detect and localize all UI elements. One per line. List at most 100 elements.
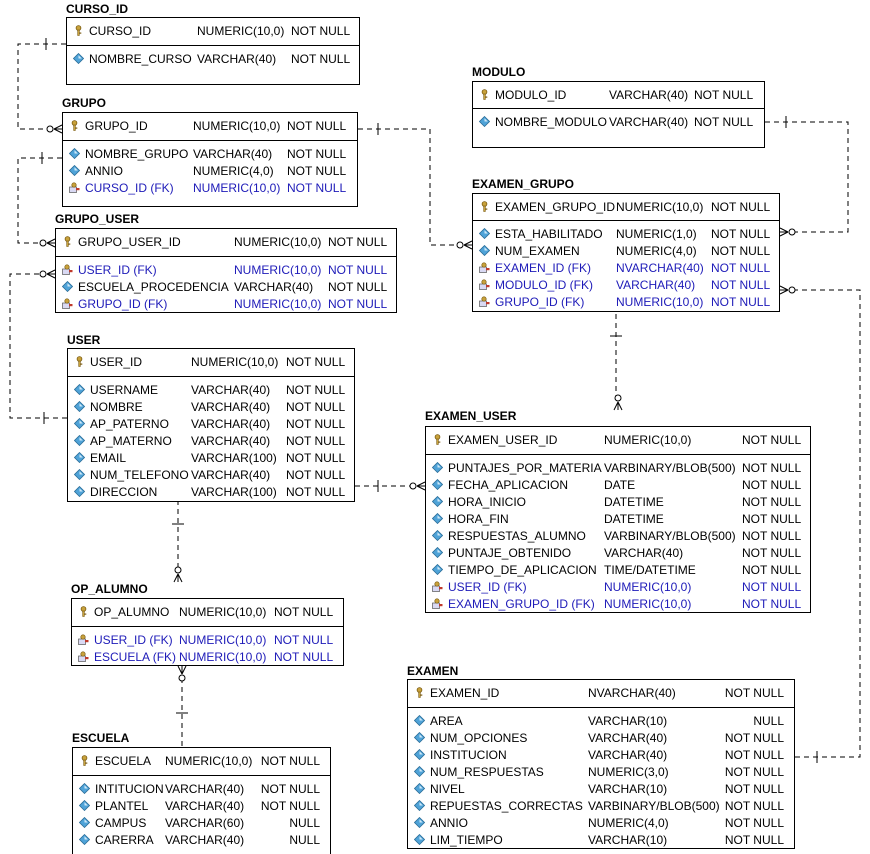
zero-marker xyxy=(178,674,186,682)
foreign-key-row[interactable]: CURSO_ID (FK)NUMERIC(10,0)NOT NULL xyxy=(63,180,357,196)
column-nullability: NOT NULL xyxy=(724,765,784,779)
column-type: NUMERIC(10,0) xyxy=(193,119,281,133)
column-type: NUMERIC(10,0) xyxy=(179,650,267,664)
column-type: NUMERIC(10,0) xyxy=(165,754,253,768)
foreign-key-row[interactable]: USER_ID (FK)NUMERIC(10,0)NOT NULL xyxy=(56,262,396,278)
rel-grupo-examengrupo xyxy=(358,128,460,246)
column-type: NUMERIC(10,0) xyxy=(604,597,692,611)
column-nullability: NOT NULL xyxy=(328,297,388,311)
foreign-key-icon xyxy=(78,634,89,645)
attribute-icon xyxy=(74,384,85,395)
column-name: TIEMPO_DE_APLICACION xyxy=(448,563,597,577)
column-name: REPUESTAS_CORRECTAS xyxy=(430,799,583,813)
foreign-key-icon xyxy=(479,279,490,290)
column-type: DATETIME xyxy=(604,512,664,526)
foreign-key-row[interactable]: GRUPO_ID (FK)NUMERIC(10,0)NOT NULL xyxy=(473,294,779,310)
foreign-key-row[interactable]: EXAMEN_ID (FK)NVARCHAR(40)NOT NULL xyxy=(473,260,779,276)
column-type: DATETIME xyxy=(604,495,664,509)
foreign-key-row[interactable]: USER_ID (FK)NUMERIC(10,0)NOT NULL xyxy=(72,632,343,648)
column-nullability: NOT NULL xyxy=(711,200,771,214)
foreign-key-icon xyxy=(479,262,490,273)
column-name: CARERRA xyxy=(95,833,154,847)
attribute-icon xyxy=(432,513,443,524)
column-name: NUM_EXAMEN xyxy=(495,244,580,258)
column-nullability: NOT NULL xyxy=(711,261,771,275)
column-name: USER_ID (FK) xyxy=(94,633,173,647)
key-icon xyxy=(75,25,82,36)
entity-title-grupo-user: GRUPO_USER xyxy=(55,212,140,226)
attribute-icon xyxy=(74,452,85,463)
column-name: EXAMEN_ID (FK) xyxy=(495,261,592,275)
column-name: AP_MATERNO xyxy=(90,434,172,448)
column-nullability: NULL xyxy=(289,833,320,847)
column-type: VARBINARY/BLOB(500) xyxy=(588,799,720,813)
foreign-key-row[interactable]: MODULO_ID (FK)VARCHAR(40)NOT NULL xyxy=(473,277,779,293)
column-type: NUMERIC(4,0) xyxy=(588,816,669,830)
column-name: EMAIL xyxy=(90,451,127,465)
zero-marker xyxy=(39,239,47,247)
column-name: INSTITUCION xyxy=(430,748,507,762)
column-name: NOMBRE_MODULO xyxy=(495,115,608,129)
foreign-key-row[interactable]: ESCUELA (FK)NUMERIC(10,0)NOT NULL xyxy=(72,649,343,665)
foreign-key-row[interactable]: GRUPO_ID (FK)NUMERIC(10,0)NOT NULL xyxy=(56,296,396,312)
foreign-key-row[interactable]: USER_ID (FK)NUMERIC(10,0)NOT NULL xyxy=(426,579,810,595)
column-name: EXAMEN_ID xyxy=(430,686,500,700)
foreign-key-row[interactable]: EXAMEN_GRUPO_ID (FK)NUMERIC(10,0)NOT NUL… xyxy=(426,596,810,612)
column-type: VARCHAR(60) xyxy=(165,816,245,830)
